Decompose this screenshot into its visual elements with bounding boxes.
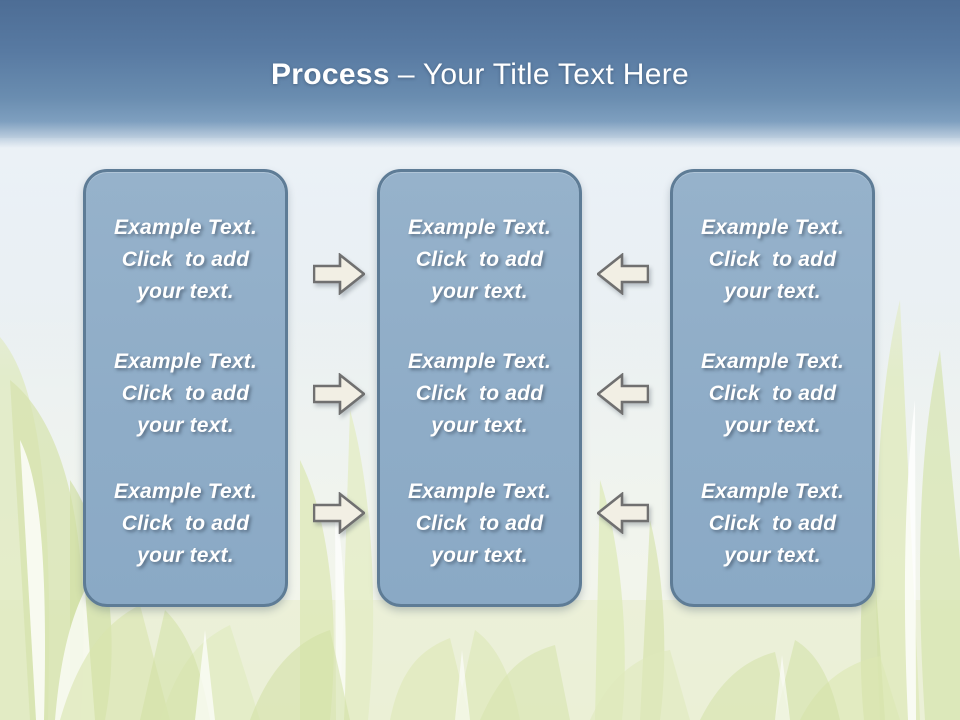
title-emphasis: Process: [270, 58, 390, 91]
title-separator: –: [397, 58, 415, 91]
right-arrow-icon: [313, 253, 365, 295]
right-arrow-icon: [313, 373, 365, 415]
placeholder-line: Click to add: [121, 382, 250, 405]
placeholder-line: Click to add: [708, 382, 837, 405]
placeholder-line: your text.: [137, 414, 234, 437]
placeholder-line: your text.: [724, 544, 821, 567]
placeholder-line: Click to add: [415, 248, 544, 271]
process-panel-center: Example Text. Click to add your text. Ex…: [377, 169, 582, 607]
placeholder-line: Example Text.: [113, 350, 258, 373]
placeholder-line: your text.: [724, 414, 821, 437]
page-title: Process–Your Title Text Here: [0, 0, 960, 94]
text-placeholder[interactable]: Example Text. Click to add your text.: [673, 346, 872, 442]
text-placeholder[interactable]: Example Text. Click to add your text.: [86, 476, 285, 572]
placeholder-line: your text.: [724, 280, 821, 303]
placeholder-line: Example Text.: [700, 216, 845, 239]
text-placeholder[interactable]: Example Text. Click to add your text.: [673, 212, 872, 308]
placeholder-line: Example Text.: [407, 350, 552, 373]
text-placeholder[interactable]: Example Text. Click to add your text.: [673, 476, 872, 572]
placeholder-line: Example Text.: [407, 480, 552, 503]
placeholder-line: Example Text.: [700, 480, 845, 503]
placeholder-line: Click to add: [121, 248, 250, 271]
placeholder-line: Example Text.: [700, 350, 845, 373]
placeholder-line: Click to add: [415, 382, 544, 405]
text-placeholder[interactable]: Example Text. Click to add your text.: [86, 212, 285, 308]
process-panel-right: Example Text. Click to add your text. Ex…: [670, 169, 875, 607]
placeholder-line: Click to add: [708, 512, 837, 535]
text-placeholder[interactable]: Example Text. Click to add your text.: [380, 346, 579, 442]
left-arrow-icon: [597, 492, 649, 534]
text-placeholder[interactable]: Example Text. Click to add your text.: [86, 346, 285, 442]
left-arrow-icon: [597, 373, 649, 415]
title-text: Your Title Text Here: [422, 58, 689, 91]
left-arrow-icon: [597, 253, 649, 295]
placeholder-line: your text.: [431, 280, 528, 303]
text-placeholder[interactable]: Example Text. Click to add your text.: [380, 476, 579, 572]
placeholder-line: your text.: [137, 544, 234, 567]
placeholder-line: Example Text.: [407, 216, 552, 239]
placeholder-line: your text.: [431, 414, 528, 437]
placeholder-line: Example Text.: [113, 480, 258, 503]
placeholder-line: Click to add: [121, 512, 250, 535]
placeholder-line: your text.: [137, 280, 234, 303]
placeholder-line: Click to add: [708, 248, 837, 271]
text-placeholder[interactable]: Example Text. Click to add your text.: [380, 212, 579, 308]
placeholder-line: Click to add: [415, 512, 544, 535]
title-bar: Process–Your Title Text Here: [0, 0, 960, 148]
right-arrow-icon: [313, 492, 365, 534]
placeholder-line: your text.: [431, 544, 528, 567]
placeholder-line: Example Text.: [113, 216, 258, 239]
process-panel-left: Example Text. Click to add your text. Ex…: [83, 169, 288, 607]
grass-background: [0, 300, 960, 720]
